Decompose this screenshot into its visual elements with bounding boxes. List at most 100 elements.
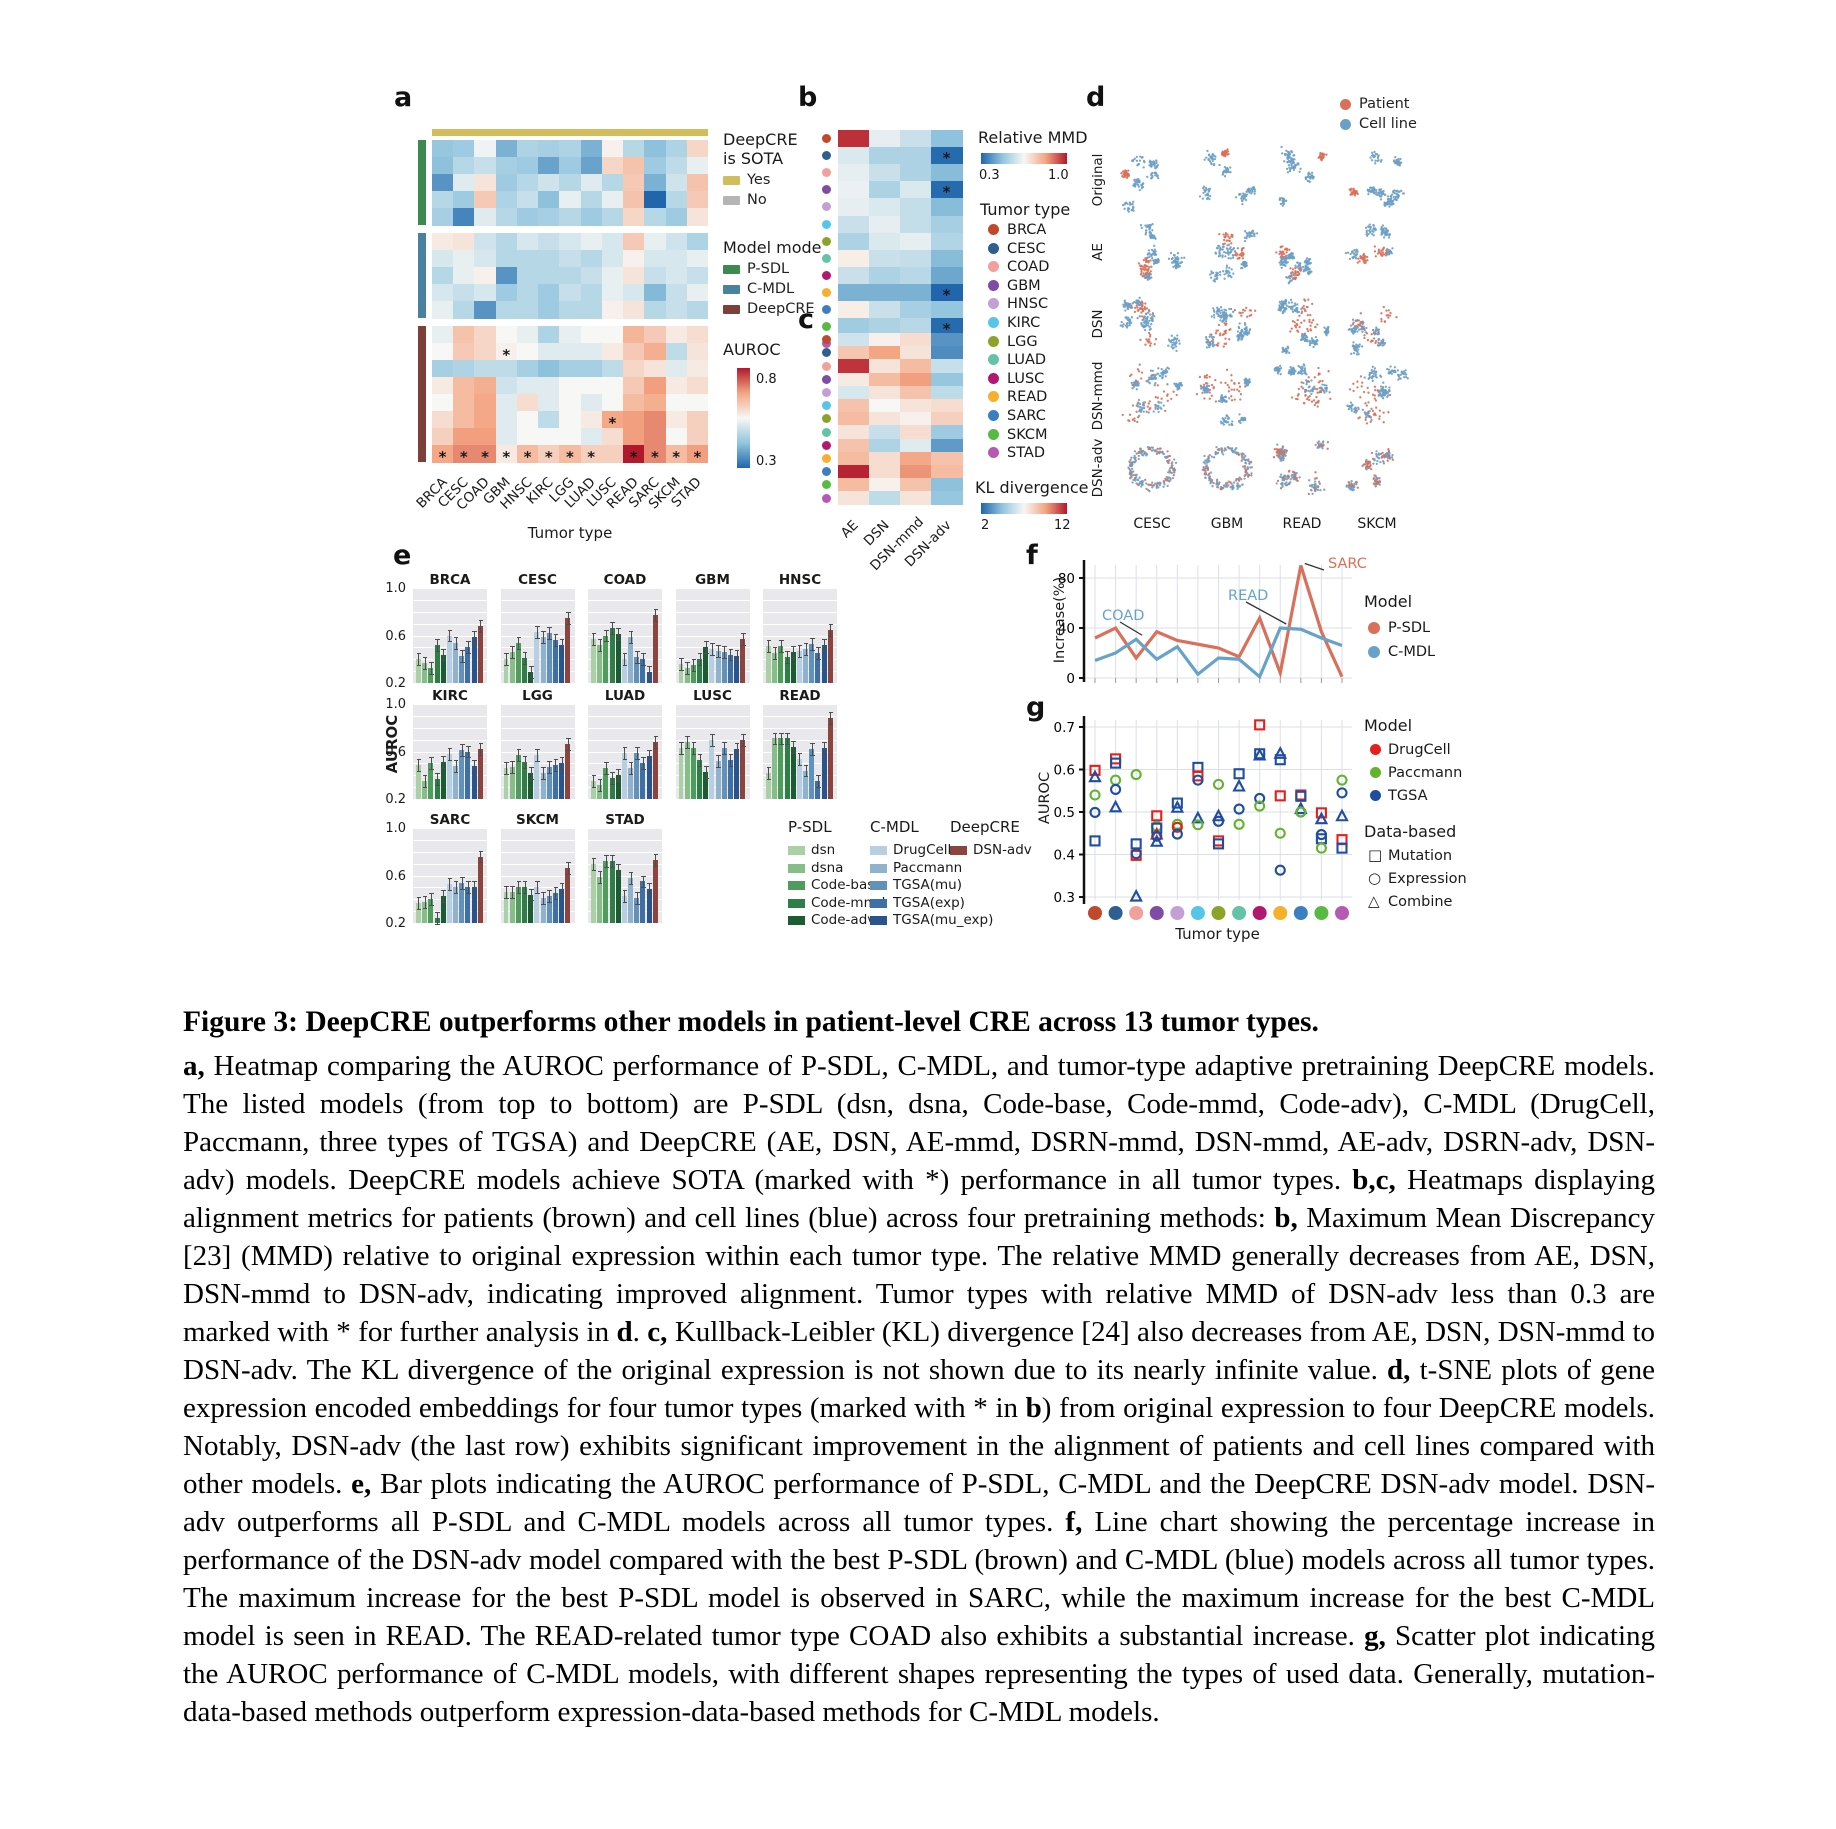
heatmap-a-cell xyxy=(453,174,475,192)
error-cap xyxy=(553,646,559,648)
error-bar xyxy=(680,742,682,754)
heatmap-a-cell xyxy=(665,360,688,378)
gridline xyxy=(588,623,662,625)
error-bar xyxy=(480,850,482,863)
tsne-plot-dsn-gbm xyxy=(1204,306,1257,349)
heatmap-a-cell xyxy=(516,377,539,395)
panel-c-label: c xyxy=(798,304,815,335)
heatmap-a-cell xyxy=(538,428,560,446)
error-cap xyxy=(522,768,528,770)
bar-drugcell xyxy=(621,659,627,683)
heatmap-b-cell xyxy=(869,283,901,302)
heatmap-b-cell xyxy=(931,130,963,148)
heatmap-a-cell xyxy=(453,301,475,319)
tsne-legend-label: Cell line xyxy=(1359,116,1417,132)
error-cap xyxy=(691,742,697,743)
tumor-dot-stad xyxy=(822,493,831,503)
model-mode-sidebar-deepcre xyxy=(418,326,426,462)
heatmap-b-cell xyxy=(900,249,932,268)
error-cap xyxy=(816,659,821,661)
tsne-plot-original-skcm xyxy=(1348,150,1405,208)
mmd-min-tick: 0.3 xyxy=(979,168,1000,183)
line-series-p-sdl xyxy=(1094,565,1344,679)
heatmap-a-cell xyxy=(495,250,518,268)
error-bar xyxy=(605,762,607,775)
e-legend-label: Code-mmd xyxy=(811,894,886,911)
heatmap-a-cell xyxy=(623,377,645,395)
bar-paccmann xyxy=(628,877,634,923)
tumor-dot-coad xyxy=(822,361,831,371)
panel-f-label: f xyxy=(1026,540,1038,571)
e-legend-swatch xyxy=(870,881,887,891)
e-legend-swatch xyxy=(870,863,887,873)
error-cap xyxy=(510,761,515,762)
error-cap xyxy=(435,784,440,786)
heatmap-c-cell xyxy=(838,478,870,492)
tumor-legend-label: READ xyxy=(1007,389,1048,406)
heatmap-c-cell xyxy=(869,372,901,387)
error-cap xyxy=(710,745,715,747)
heatmap-c-cell xyxy=(838,385,870,400)
heatmap-a-cell xyxy=(538,360,560,378)
bar-drugcell xyxy=(709,739,715,799)
bar-tgsa(mu) xyxy=(634,898,640,923)
error-cap xyxy=(797,645,803,646)
heatmap-b-cell xyxy=(838,130,870,148)
error-cap xyxy=(628,883,634,885)
heatmap-a-cell xyxy=(559,394,582,412)
caption-title: Figure 3: DeepCRE outperforms other mode… xyxy=(183,1006,1319,1038)
tsne-row-label: DSN-adv xyxy=(1090,438,1106,498)
error-cap xyxy=(597,790,603,792)
heatmap-a-cell xyxy=(453,445,475,463)
error-cap xyxy=(610,855,615,857)
tsne-row-label: AE xyxy=(1090,243,1106,261)
tumor-legend-dot-brca xyxy=(988,224,999,235)
scatter-point xyxy=(1089,789,1101,801)
gridline xyxy=(763,739,837,741)
bar-tgsa(exp) xyxy=(465,647,471,683)
heatmap-a-cell xyxy=(644,267,667,285)
heatmap-a-cell xyxy=(686,250,709,268)
error-cap xyxy=(516,893,522,895)
heatmap-b-cell xyxy=(869,164,901,182)
error-bar xyxy=(642,757,644,770)
tsne-plot-original-cesc xyxy=(1120,155,1160,213)
error-bar xyxy=(811,743,813,756)
error-cap xyxy=(453,771,459,773)
heatmap-c-cell xyxy=(869,465,901,479)
error-cap xyxy=(634,662,640,664)
heatmap-a-cell xyxy=(432,445,454,463)
cell-line-dot xyxy=(1340,118,1351,130)
error-bar xyxy=(449,629,451,642)
error-cap xyxy=(510,772,515,774)
bar-code-base xyxy=(603,861,609,923)
bar-dsn-adv xyxy=(477,856,483,923)
bar-dsn xyxy=(503,768,509,799)
error-cap xyxy=(522,664,528,665)
error-cap xyxy=(604,855,609,857)
error-cap xyxy=(716,656,721,658)
heatmap-a-cell xyxy=(686,301,709,319)
patient-dot xyxy=(1340,98,1351,110)
bar-subplot-title: KIRC xyxy=(432,688,468,704)
error-cap xyxy=(535,881,540,883)
heatmap-a-cell xyxy=(644,377,667,395)
error-cap xyxy=(591,775,597,777)
error-bar xyxy=(480,743,482,756)
heatmap-b-cell xyxy=(869,318,901,336)
error-cap xyxy=(741,645,746,646)
error-cap xyxy=(822,650,827,652)
heatmap-a-cell xyxy=(665,343,688,361)
error-cap xyxy=(809,743,815,745)
bar-code-mmd xyxy=(784,738,790,799)
sota-legend-title-2: is SOTA xyxy=(723,149,784,168)
gridline xyxy=(413,875,487,877)
heatmap-a-cell xyxy=(538,233,560,251)
error-bar xyxy=(718,645,720,657)
tsne-plot-ae-gbm xyxy=(1208,229,1259,283)
error-cap xyxy=(504,653,509,655)
error-cap xyxy=(528,900,534,902)
sota-star: * xyxy=(459,448,468,466)
error-cap xyxy=(809,649,815,651)
